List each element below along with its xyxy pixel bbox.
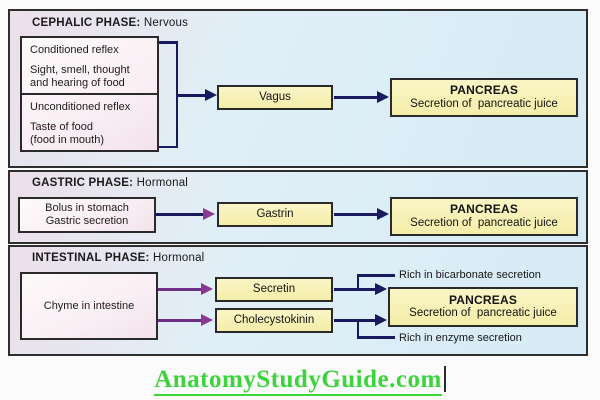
intestinal-phase-title: INTESTINAL PHASE: Hormonal [32,252,204,264]
gastric-arrowhead2 [377,208,389,220]
cephalic-bracket-vertical-line [175,41,178,148]
vagus-box: Vagus [217,85,333,110]
enzyme-branch-horizontal [356,336,395,339]
cephalic-stimulus-box: Conditioned reflex Sight, smell, thought… [20,36,159,152]
cephalic-pancreas-subtitle: Secretion of pancreatic juice [410,97,558,110]
cholecystokinin-label: Cholecystokinin [233,313,315,326]
unconditioned-reflex-label: Unconditioned reflex [30,101,131,113]
secretin-box: Secretin [215,277,333,302]
gastric-arrowhead [203,208,215,220]
intestinal-pancreas-subtitle: Secretion of pancreatic juice [409,307,557,320]
gastric-stimulus-line2: Gastric secretion [45,215,129,227]
gastric-pancreas-box: PANCREAS Secretion of pancreatic juice [390,197,578,236]
cephalic-arrow2-line [334,96,377,99]
cephalic-arrowhead2 [377,91,389,103]
intestinal-phase-title-bold: INTESTINAL PHASE: [32,252,150,264]
intestinal-pancreas-title: PANCREAS [448,292,518,307]
gastrin-box: Gastrin [217,202,333,227]
cephalic-bracket-bottom-line [159,145,178,148]
intestinal-arrow-pancreas-top-line [334,288,376,291]
gastric-pancreas-subtitle: Secretion of pancreatic juice [410,216,558,229]
conditioned-reflex-cell: Conditioned reflex Sight, smell, thought… [22,38,157,95]
intestinal-arrow-pancreas-top-head [375,283,387,295]
gastric-arrow-line [156,213,204,216]
cephalic-phase-title-bold: CEPHALIC PHASE: [32,17,141,29]
enzyme-note: Rich in enzyme secretion [399,332,522,344]
gastric-stimulus-line1: Bolus in stomach [45,202,129,215]
secretin-label: Secretin [252,282,296,295]
unconditioned-reflex-detail-line2: (food in mouth) [30,133,104,146]
unconditioned-reflex-cell: Unconditioned reflex Taste of food (food… [22,95,157,151]
enzyme-branch-vertical [356,321,359,338]
bicarbonate-branch-vertical [356,274,359,290]
intestinal-arrow-cck-head [201,314,213,326]
intestinal-pancreas-box: PANCREAS Secretion of pancreatic juice [388,287,578,327]
cephalic-pancreas-box: PANCREAS Secretion of pancreatic juice [390,78,578,117]
intestinal-phase-title-type: Hormonal [152,252,205,264]
gastric-arrow2-line [334,213,377,216]
conditioned-reflex-detail-line2: and hearing of food [30,76,125,89]
text-cursor [443,366,446,392]
intestinal-stimulus-box: Chyme in intestine [20,272,158,340]
conditioned-reflex-detail-line1: Sight, smell, thought [30,63,130,76]
intestinal-arrow-pancreas-bottom-head [375,314,387,326]
gastric-phase-title-type: Hormonal [136,177,189,189]
bicarbonate-branch-horizontal [356,274,395,277]
cephalic-arrowhead [205,89,217,101]
vagus-label: Vagus [259,90,291,103]
intestinal-arrow-pancreas-bottom-line [334,319,376,322]
gastric-pancreas-title: PANCREAS [449,202,519,217]
gastric-phase-title: GASTRIC PHASE: Hormonal [32,177,188,189]
cholecystokinin-box: Cholecystokinin [215,308,333,333]
intestinal-arrow-secretin-head [201,283,213,295]
conditioned-reflex-label: Conditioned reflex [30,44,119,56]
footer: AnatomyStudyGuide.com [0,366,600,396]
cephalic-phase-title-type: Nervous [143,17,189,29]
cephalic-bracket-top-line [159,41,178,44]
gastric-stimulus-box: Bolus in stomach Gastric secretion [18,197,156,233]
intestinal-arrow-cck-line [158,319,202,322]
cephalic-arrow-line [178,94,207,97]
gastrin-label: Gastrin [256,207,294,220]
intestinal-stimulus-label: Chyme in intestine [43,299,135,312]
cephalic-pancreas-title: PANCREAS [449,83,519,98]
cephalic-phase-title: CEPHALIC PHASE: Nervous [32,17,188,29]
watermark-text: AnatomyStudyGuide.com [154,366,442,396]
bicarbonate-note: Rich in bicarbonate secretion [399,269,541,281]
unconditioned-reflex-detail-line1: Taste of food [30,120,93,133]
gastric-phase-title-bold: GASTRIC PHASE: [32,177,134,189]
intestinal-arrow-secretin-line [158,288,202,291]
